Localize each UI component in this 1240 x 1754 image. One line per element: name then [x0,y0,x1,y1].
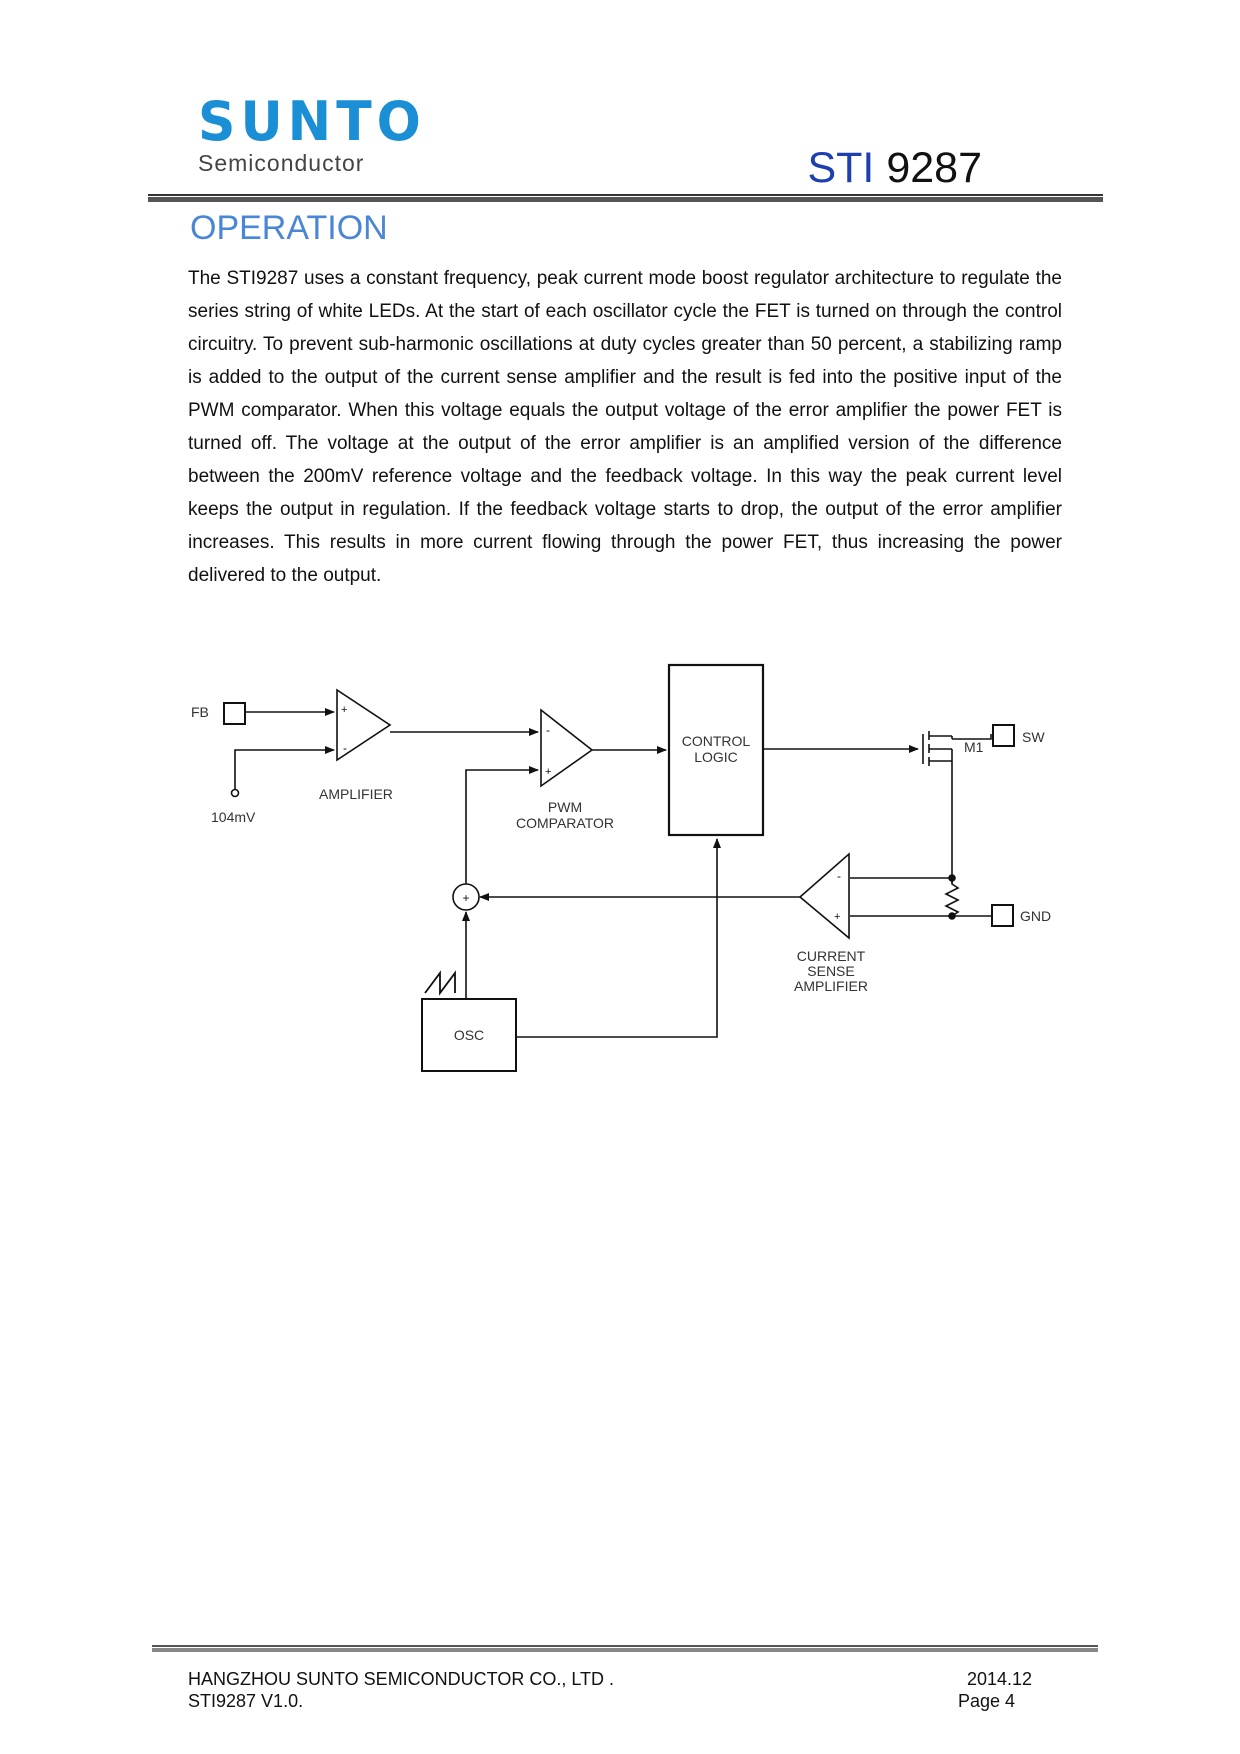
csa-label-line1: CURRENT [797,948,866,964]
m1-label: M1 [964,739,984,755]
section-title: OPERATION [190,209,388,247]
footer-date: 2014.12 [967,1669,1033,1689]
control-logic-block [667,663,765,837]
ref-voltage-label: 104mV [211,809,256,825]
logo-wordmark: SUNTO [198,90,426,154]
sense-resistor [944,878,960,917]
operation-paragraph: The STI9287 uses a constant frequency, p… [188,268,1062,586]
ramp-waveform-icon [424,970,456,996]
sum-to-pwm-wire [465,766,539,884]
footer-version: STI9287 V1.0. [188,1691,304,1711]
osc-clock-wire [516,838,721,1038]
sum-plus: + [462,891,469,905]
footer-company: HANGZHOU SUNTO SEMICONDUCTOR CO., LTD . [188,1669,615,1689]
csa-label-line3: AMPLIFIER [794,978,868,994]
footer-rule [152,1645,1098,1653]
sw-pin [992,724,1015,747]
title-number: 9287 [886,144,982,192]
csa-plus: + [834,911,840,923]
gnd-pin [991,904,1014,927]
ref-wire [234,746,335,790]
logo-subtitle: Semiconductor [198,150,365,176]
company-logo: SUNTO Semiconductor [198,90,426,177]
document-title: STI 9287 [807,147,982,190]
osc-block [421,998,517,1072]
csa-minus: - [837,869,841,883]
header-rule [148,194,1103,202]
amp-minus: - [343,741,347,755]
gnd-label: GND [1020,908,1051,924]
error-amplifier-symbol [336,688,392,762]
control-label-line1: CONTROL [682,733,751,749]
pwm-comparator-symbol [540,708,594,788]
sw-label: SW [1022,729,1045,745]
osc-label: OSC [454,1027,484,1043]
fb-label: FB [191,704,209,720]
title-prefix: STI [807,144,875,192]
ref-node [230,788,240,798]
amp-plus: + [341,704,347,716]
pwm-label-line2: COMPARATOR [516,815,614,831]
amplifier-label: AMPLIFIER [319,786,393,802]
footer-page-number: Page 4 [958,1691,1016,1711]
mosfet-m1-symbol [922,731,992,883]
pwm-plus: + [545,766,551,778]
csa-label-line2: SENSE [807,963,854,979]
control-label-line2: LOGIC [694,749,738,765]
pwm-minus: - [546,723,550,737]
current-sense-amplifier-symbol [798,852,850,940]
fb-pin [223,702,246,725]
pwm-label-line1: PWM [548,799,582,815]
